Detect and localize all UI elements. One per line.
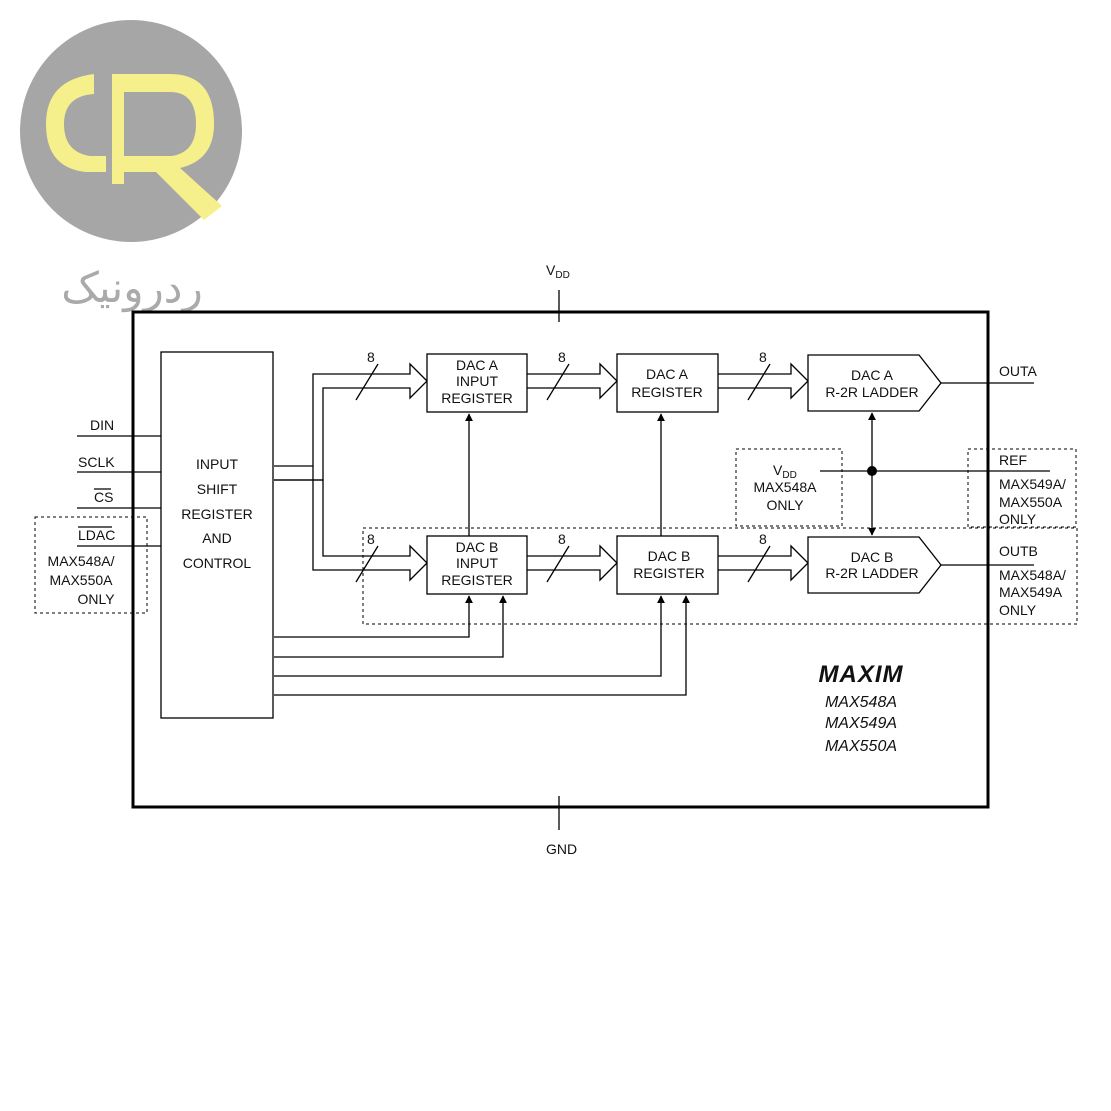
svg-text:DAC A: DAC A bbox=[646, 366, 689, 382]
ref-option-note: MAX549A/ MAX550A ONLY bbox=[999, 476, 1066, 527]
input-shift-register-label: INPUT SHIFT REGISTER AND CONTROL bbox=[181, 456, 253, 571]
svg-text:DAC B: DAC B bbox=[456, 539, 499, 555]
chip-outline bbox=[131, 310, 990, 809]
bus-to-dac-a-input bbox=[274, 362, 428, 481]
pin-cs: CS bbox=[94, 489, 113, 505]
dac-a-ladder-block bbox=[807, 354, 942, 412]
svg-text:8: 8 bbox=[367, 531, 375, 547]
svg-text:DAC A: DAC A bbox=[456, 357, 499, 373]
ldac-note-box bbox=[34, 516, 148, 614]
dac-b-register-label: DAC B REGISTER bbox=[633, 548, 705, 581]
dac-a-register-block bbox=[616, 353, 719, 413]
ldac-note: MAX548A/ MAX550A ONLY bbox=[48, 553, 116, 607]
svg-text:DAC B: DAC B bbox=[851, 549, 894, 565]
bus-to-dac-b-input bbox=[274, 466, 428, 583]
channel-b-option-box bbox=[362, 527, 1078, 625]
svg-text:MAX550A: MAX550A bbox=[825, 738, 897, 755]
svg-text:ONLY: ONLY bbox=[999, 602, 1037, 618]
svg-text:DAC B: DAC B bbox=[648, 548, 691, 564]
svg-text:8: 8 bbox=[367, 349, 375, 365]
svg-text:INPUT: INPUT bbox=[456, 555, 498, 571]
svg-text:VDD: VDD bbox=[773, 462, 797, 481]
dac-b-ladder-block bbox=[807, 536, 942, 594]
dac-a-ladder-label: DAC A R-2R LADDER bbox=[825, 367, 918, 400]
svg-text:REGISTER: REGISTER bbox=[181, 506, 253, 522]
svg-text:8: 8 bbox=[759, 531, 767, 547]
bus-dac-a-register-to-ladder bbox=[718, 362, 809, 400]
svg-text:MAX549A: MAX549A bbox=[999, 584, 1063, 600]
svg-text:MAX550A: MAX550A bbox=[999, 494, 1063, 510]
pin-ldac: LDAC bbox=[78, 527, 115, 543]
svg-text:ONLY: ONLY bbox=[766, 497, 804, 513]
svg-text:ONLY: ONLY bbox=[77, 591, 115, 607]
svg-text:ONLY: ONLY bbox=[999, 511, 1037, 527]
outb-label: OUTB bbox=[999, 543, 1038, 559]
company-logo: ردرونیک bbox=[20, 20, 242, 312]
ref-option-box bbox=[967, 448, 1077, 528]
svg-text:MAX548A/: MAX548A/ bbox=[999, 567, 1066, 583]
outb-option-note: MAX548A/ MAX549A ONLY bbox=[999, 567, 1066, 618]
svg-text:R-2R LADDER: R-2R LADDER bbox=[825, 565, 918, 581]
ref-junction-dot bbox=[867, 466, 877, 476]
pin-sclk: SCLK bbox=[78, 454, 115, 470]
svg-text:MAX548A: MAX548A bbox=[753, 479, 817, 495]
vdd-label: VDD bbox=[546, 262, 570, 281]
input-shift-register-block bbox=[160, 351, 274, 719]
vdd-option-box bbox=[735, 448, 843, 527]
bus-dac-b-register-to-ladder bbox=[718, 544, 809, 582]
svg-text:8: 8 bbox=[759, 349, 767, 365]
dac-a-input-register-label: DAC A INPUT REGISTER bbox=[441, 357, 513, 406]
svg-text:REGISTER: REGISTER bbox=[633, 565, 705, 581]
outa-label: OUTA bbox=[999, 363, 1038, 379]
svg-text:DAC A: DAC A bbox=[851, 367, 894, 383]
gnd-label: GND bbox=[546, 841, 577, 857]
dac-a-register-label: DAC A REGISTER bbox=[631, 366, 703, 400]
part-numbers: MAX548A MAX549A MAX550A bbox=[825, 694, 897, 755]
dac-b-ladder-label: DAC B R-2R LADDER bbox=[825, 549, 918, 581]
vdd-option-note: VDD MAX548A ONLY bbox=[753, 462, 817, 513]
logo-wordmark: ردرونیک bbox=[61, 264, 203, 312]
bus-width-labels: 8 8 8 8 8 8 bbox=[367, 349, 767, 547]
svg-text:SHIFT: SHIFT bbox=[197, 481, 238, 497]
svg-text:CONTROL: CONTROL bbox=[183, 555, 252, 571]
svg-text:REGISTER: REGISTER bbox=[441, 390, 513, 406]
svg-text:MAX550A: MAX550A bbox=[49, 572, 113, 588]
bus-dac-a-input-to-register bbox=[527, 362, 618, 400]
svg-text:INPUT: INPUT bbox=[456, 373, 498, 389]
maxim-brand-logo: MAXIM bbox=[819, 661, 904, 688]
dac-a-input-register-block bbox=[426, 353, 528, 413]
svg-text:MAX548A/: MAX548A/ bbox=[48, 553, 115, 569]
svg-text:8: 8 bbox=[558, 531, 566, 547]
svg-text:AND: AND bbox=[202, 530, 232, 546]
svg-text:MAX549A: MAX549A bbox=[825, 715, 897, 732]
ref-label: REF bbox=[999, 452, 1027, 468]
svg-text:MAX549A/: MAX549A/ bbox=[999, 476, 1066, 492]
svg-text:MAX548A: MAX548A bbox=[825, 694, 897, 711]
bus-dac-b-input-to-register bbox=[527, 544, 618, 582]
dac-b-register-block bbox=[616, 535, 719, 595]
logo-r-glyph-icon bbox=[46, 74, 222, 220]
svg-text:REGISTER: REGISTER bbox=[441, 572, 513, 588]
svg-text:R-2R LADDER: R-2R LADDER bbox=[825, 384, 918, 400]
svg-text:INPUT: INPUT bbox=[196, 456, 238, 472]
dac-b-input-register-block bbox=[426, 535, 528, 595]
svg-text:8: 8 bbox=[558, 349, 566, 365]
pin-din: DIN bbox=[90, 417, 114, 433]
svg-text:REGISTER: REGISTER bbox=[631, 384, 703, 400]
dac-b-input-register-label: DAC B INPUT REGISTER bbox=[441, 539, 513, 588]
